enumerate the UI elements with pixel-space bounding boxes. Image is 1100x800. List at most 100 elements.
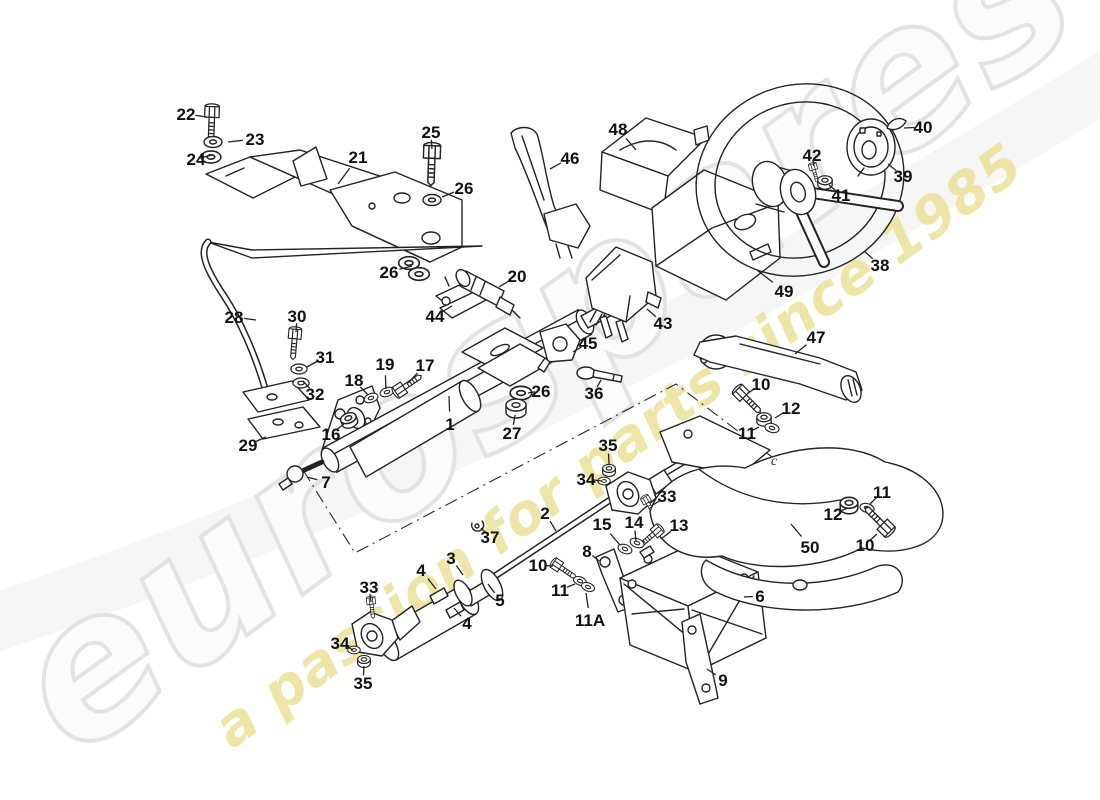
leader-line-26 (399, 265, 413, 270)
u-joint-lower (351, 605, 421, 657)
washer-23 (203, 135, 223, 149)
stalk-switch-46 (510, 126, 591, 259)
clamp-4a (429, 587, 449, 605)
part-label-4: 4 (416, 561, 426, 580)
leader-line-8 (591, 555, 600, 562)
leader-line-34 (345, 645, 354, 651)
leader-line-38 (863, 250, 874, 260)
leader-line-47 (794, 344, 807, 355)
leader-line-11 (566, 583, 576, 588)
part-label-4: 4 (462, 614, 472, 633)
leader-line-1 (448, 395, 451, 412)
foot-plate-29 (247, 406, 321, 440)
leader-line-28 (243, 317, 257, 321)
part-label-33: 33 (658, 487, 677, 506)
leader-line-11A (585, 592, 589, 608)
leader-line-39 (887, 163, 897, 172)
washer-11-upper-right (763, 421, 781, 435)
clip-40 (886, 117, 907, 131)
leader-line-6 (743, 595, 753, 598)
part-label-10: 10 (752, 375, 771, 394)
nut-12-lower-right (839, 496, 859, 515)
leader-line-13 (660, 530, 672, 540)
leader-line-7 (306, 476, 318, 481)
part-label-2: 2 (540, 504, 549, 523)
nut-41 (817, 175, 833, 190)
leader-line-26 (527, 391, 536, 394)
horn-pad-39 (846, 118, 896, 177)
part-label-24: 24 (187, 150, 206, 169)
part-label-23: 23 (246, 130, 265, 149)
part-label-11: 11 (738, 424, 756, 443)
part-label-22: 22 (177, 105, 196, 124)
part-label-18: 18 (345, 371, 364, 390)
part-label-3: 3 (446, 549, 455, 568)
lock-housing-45 (537, 323, 581, 373)
leader-line-22 (195, 114, 208, 118)
part-label-41: 41 (832, 186, 851, 205)
flange-5 (480, 568, 504, 602)
leader-line-15 (609, 533, 621, 546)
leader-line-26 (441, 191, 455, 198)
leader-line-34 (592, 479, 602, 482)
leader-line-35 (607, 453, 610, 465)
steering-wheel-38 (695, 83, 905, 277)
leader-line-25 (430, 139, 433, 150)
cover-inset-letter: c (771, 454, 778, 469)
leader-line-32 (302, 380, 311, 389)
washer-26a (422, 193, 442, 207)
nut-35-lower (357, 654, 371, 668)
part-label-25: 25 (422, 123, 441, 142)
part-label-17: 17 (416, 356, 435, 375)
part-label-29: 29 (239, 436, 258, 455)
part-label-45: 45 (579, 334, 598, 353)
part-label-34: 34 (331, 634, 350, 653)
watermark-swoosh (0, 50, 1100, 652)
leader-line-11 (752, 426, 760, 431)
leader-line-10 (746, 387, 756, 395)
tie-rod-end-7 (286, 465, 304, 483)
part-label-5: 5 (495, 591, 504, 610)
key-36 (576, 366, 623, 383)
part-label-35: 35 (354, 674, 373, 693)
leader-line-4 (427, 578, 437, 590)
leader-line-3 (455, 565, 464, 576)
strip-bracket-9 (681, 613, 719, 705)
part-label-33: 33 (360, 578, 379, 597)
leader-line-49 (756, 269, 774, 283)
part-label-14: 14 (625, 513, 644, 532)
part-label-46: 46 (561, 149, 580, 168)
leader-line-33 (652, 499, 662, 506)
leader-line-36 (596, 379, 602, 388)
leader-line-12 (774, 411, 785, 419)
alignment-dash-frame (302, 383, 773, 554)
leader-line-48 (625, 137, 637, 151)
switch-housing-43 (585, 246, 662, 343)
lower-cowl-49 (651, 169, 781, 301)
part-label-26: 26 (532, 382, 551, 401)
collar-3 (453, 579, 473, 607)
part-label-36: 36 (585, 384, 604, 403)
part-label-6: 6 (755, 587, 764, 606)
part-label-30: 30 (288, 307, 307, 326)
leader-line-11 (869, 496, 878, 505)
leader-line-10 (544, 564, 554, 567)
part-label-9: 9 (718, 671, 727, 690)
leader-line-5 (487, 583, 496, 594)
part-label-20: 20 (508, 267, 527, 286)
part-label-8: 8 (582, 542, 591, 561)
part-label-38: 38 (871, 256, 890, 275)
washer-11-mid (571, 574, 597, 594)
grommet-27 (505, 398, 527, 419)
part-label-47: 47 (807, 328, 826, 347)
part-label-50: 50 (801, 538, 820, 557)
part-label-43: 43 (654, 314, 673, 333)
bolt-30 (285, 325, 303, 361)
part-label-11: 11 (873, 483, 891, 502)
leader-line-31 (306, 360, 318, 368)
part-label-26: 26 (380, 263, 399, 282)
nut-35-upper (602, 463, 616, 477)
